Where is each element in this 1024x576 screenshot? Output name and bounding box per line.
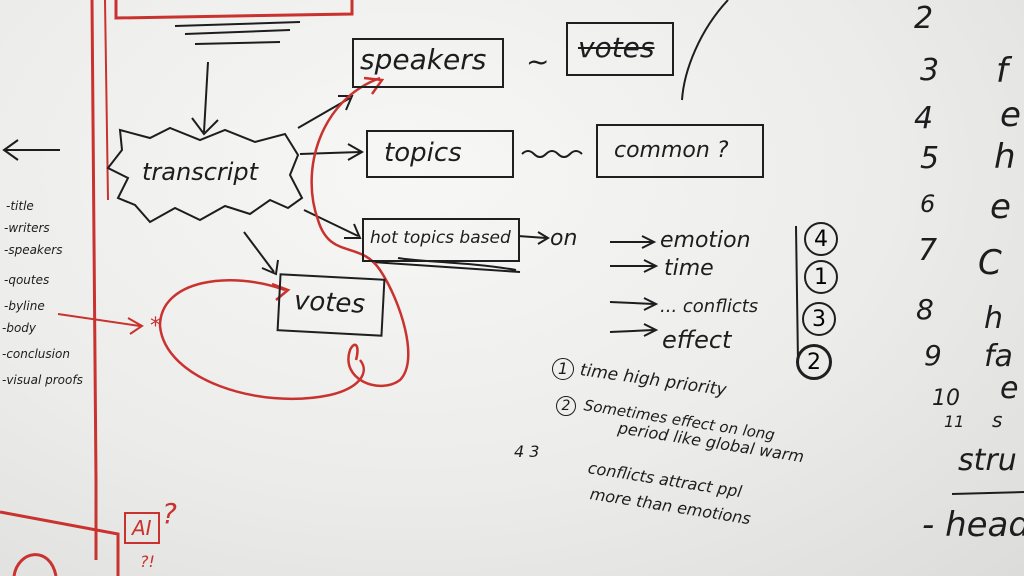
- right-letter: f: [996, 51, 1008, 91]
- transcript-cloud: [106, 126, 304, 224]
- red-header-box: [114, 0, 354, 20]
- note-2-num: 2: [556, 396, 576, 416]
- tilde: ~: [526, 45, 550, 78]
- red-bottom-line: [0, 510, 120, 576]
- left-arrow: [2, 139, 60, 161]
- branch-arrow-2: [610, 259, 659, 273]
- common-box: [596, 124, 764, 178]
- rank-1: 1: [804, 260, 838, 294]
- right-underline: [951, 491, 1024, 495]
- arrow-to-hot-topics: [303, 209, 362, 239]
- left-list-item: -speakers: [4, 243, 63, 257]
- right-head: - head: [922, 505, 1024, 545]
- red-arrow-to-votes: [271, 282, 291, 301]
- header-underline: [174, 21, 301, 45]
- red-ellipse: [158, 279, 365, 401]
- speakers-box: [352, 38, 504, 88]
- red-star: *: [150, 314, 161, 339]
- left-list-item: -visual proofs: [2, 373, 83, 387]
- rank-4: 4: [804, 222, 838, 256]
- left-list-item: -conclusion: [2, 347, 70, 361]
- note-1-num: 1: [552, 358, 574, 380]
- right-letter: e: [1000, 95, 1021, 135]
- topics-label: topics: [384, 138, 462, 168]
- branch-emotion: emotion: [660, 228, 751, 253]
- right-num: 9: [924, 339, 942, 372]
- red-byline-arrow: [57, 313, 144, 335]
- right-letter: C: [978, 243, 1002, 283]
- right-num: 4: [914, 101, 934, 136]
- red-sub-question: ?!: [140, 552, 155, 571]
- arrow-hot-to-on: [517, 231, 550, 245]
- left-list-item: -title: [6, 199, 34, 213]
- arrow-to-transcript: [191, 61, 219, 136]
- topics-box: [366, 130, 514, 178]
- rank-3: 3: [802, 302, 836, 336]
- red-vertical-line-2: [104, 0, 109, 201]
- votes-crossed-label: votes: [578, 31, 655, 64]
- votes-crossed-box: [566, 22, 674, 76]
- hot-topics-label: hot topics based: [370, 228, 511, 248]
- red-question: ?: [162, 497, 177, 530]
- right-num: 6: [920, 190, 936, 218]
- red-corner: [12, 553, 58, 576]
- common-label: common ?: [614, 138, 729, 163]
- branch-time: time: [664, 256, 714, 281]
- right-num: 5: [920, 141, 940, 176]
- speakers-label: speakers: [360, 43, 487, 76]
- right-letter: e: [990, 187, 1011, 227]
- branch-conflicts: ... conflicts: [660, 296, 759, 317]
- red-ai-label: AI: [124, 512, 160, 544]
- left-list-item: -body: [2, 321, 37, 335]
- right-num: 8: [916, 293, 934, 326]
- rank-2: 2: [796, 344, 832, 380]
- red-arrow-to-speakers: [363, 76, 385, 95]
- hot-topics-scribble: [371, 257, 521, 273]
- right-letter: e: [1000, 371, 1019, 406]
- votes-label: votes: [293, 286, 366, 320]
- on-label: on: [550, 226, 578, 251]
- right-letter: s: [992, 408, 1003, 432]
- hot-topics-box: [362, 218, 520, 262]
- left-list-item: -qoutes: [4, 273, 50, 287]
- right-num: 10: [932, 386, 960, 411]
- right-letter: h: [984, 301, 1004, 336]
- transcript-label: transcript: [142, 158, 259, 186]
- arrow-to-votes: [243, 231, 279, 276]
- right-num: 11: [944, 412, 965, 431]
- right-curve: [681, 0, 729, 101]
- branch-arrow-3: [609, 297, 659, 311]
- right-stru: stru: [958, 443, 1017, 478]
- branch-effect: effect: [662, 326, 732, 354]
- right-num: 7: [918, 233, 938, 268]
- arrow-to-topics: [299, 143, 365, 161]
- right-num: 2: [914, 1, 934, 36]
- note-3-num: 4 3: [514, 442, 540, 461]
- wave-topics-common: [521, 150, 583, 158]
- red-loop-big: [310, 76, 410, 388]
- left-list-item: -writers: [4, 221, 50, 235]
- branch-arrow-1: [610, 235, 657, 249]
- rank-divider: [795, 225, 799, 363]
- right-num: 3: [920, 53, 940, 88]
- branch-arrow-4: [609, 323, 659, 337]
- right-letter: h: [994, 137, 1016, 177]
- left-list-item: -byline: [4, 299, 45, 313]
- right-letter: fa: [984, 339, 1013, 374]
- red-vertical-line: [90, 0, 98, 560]
